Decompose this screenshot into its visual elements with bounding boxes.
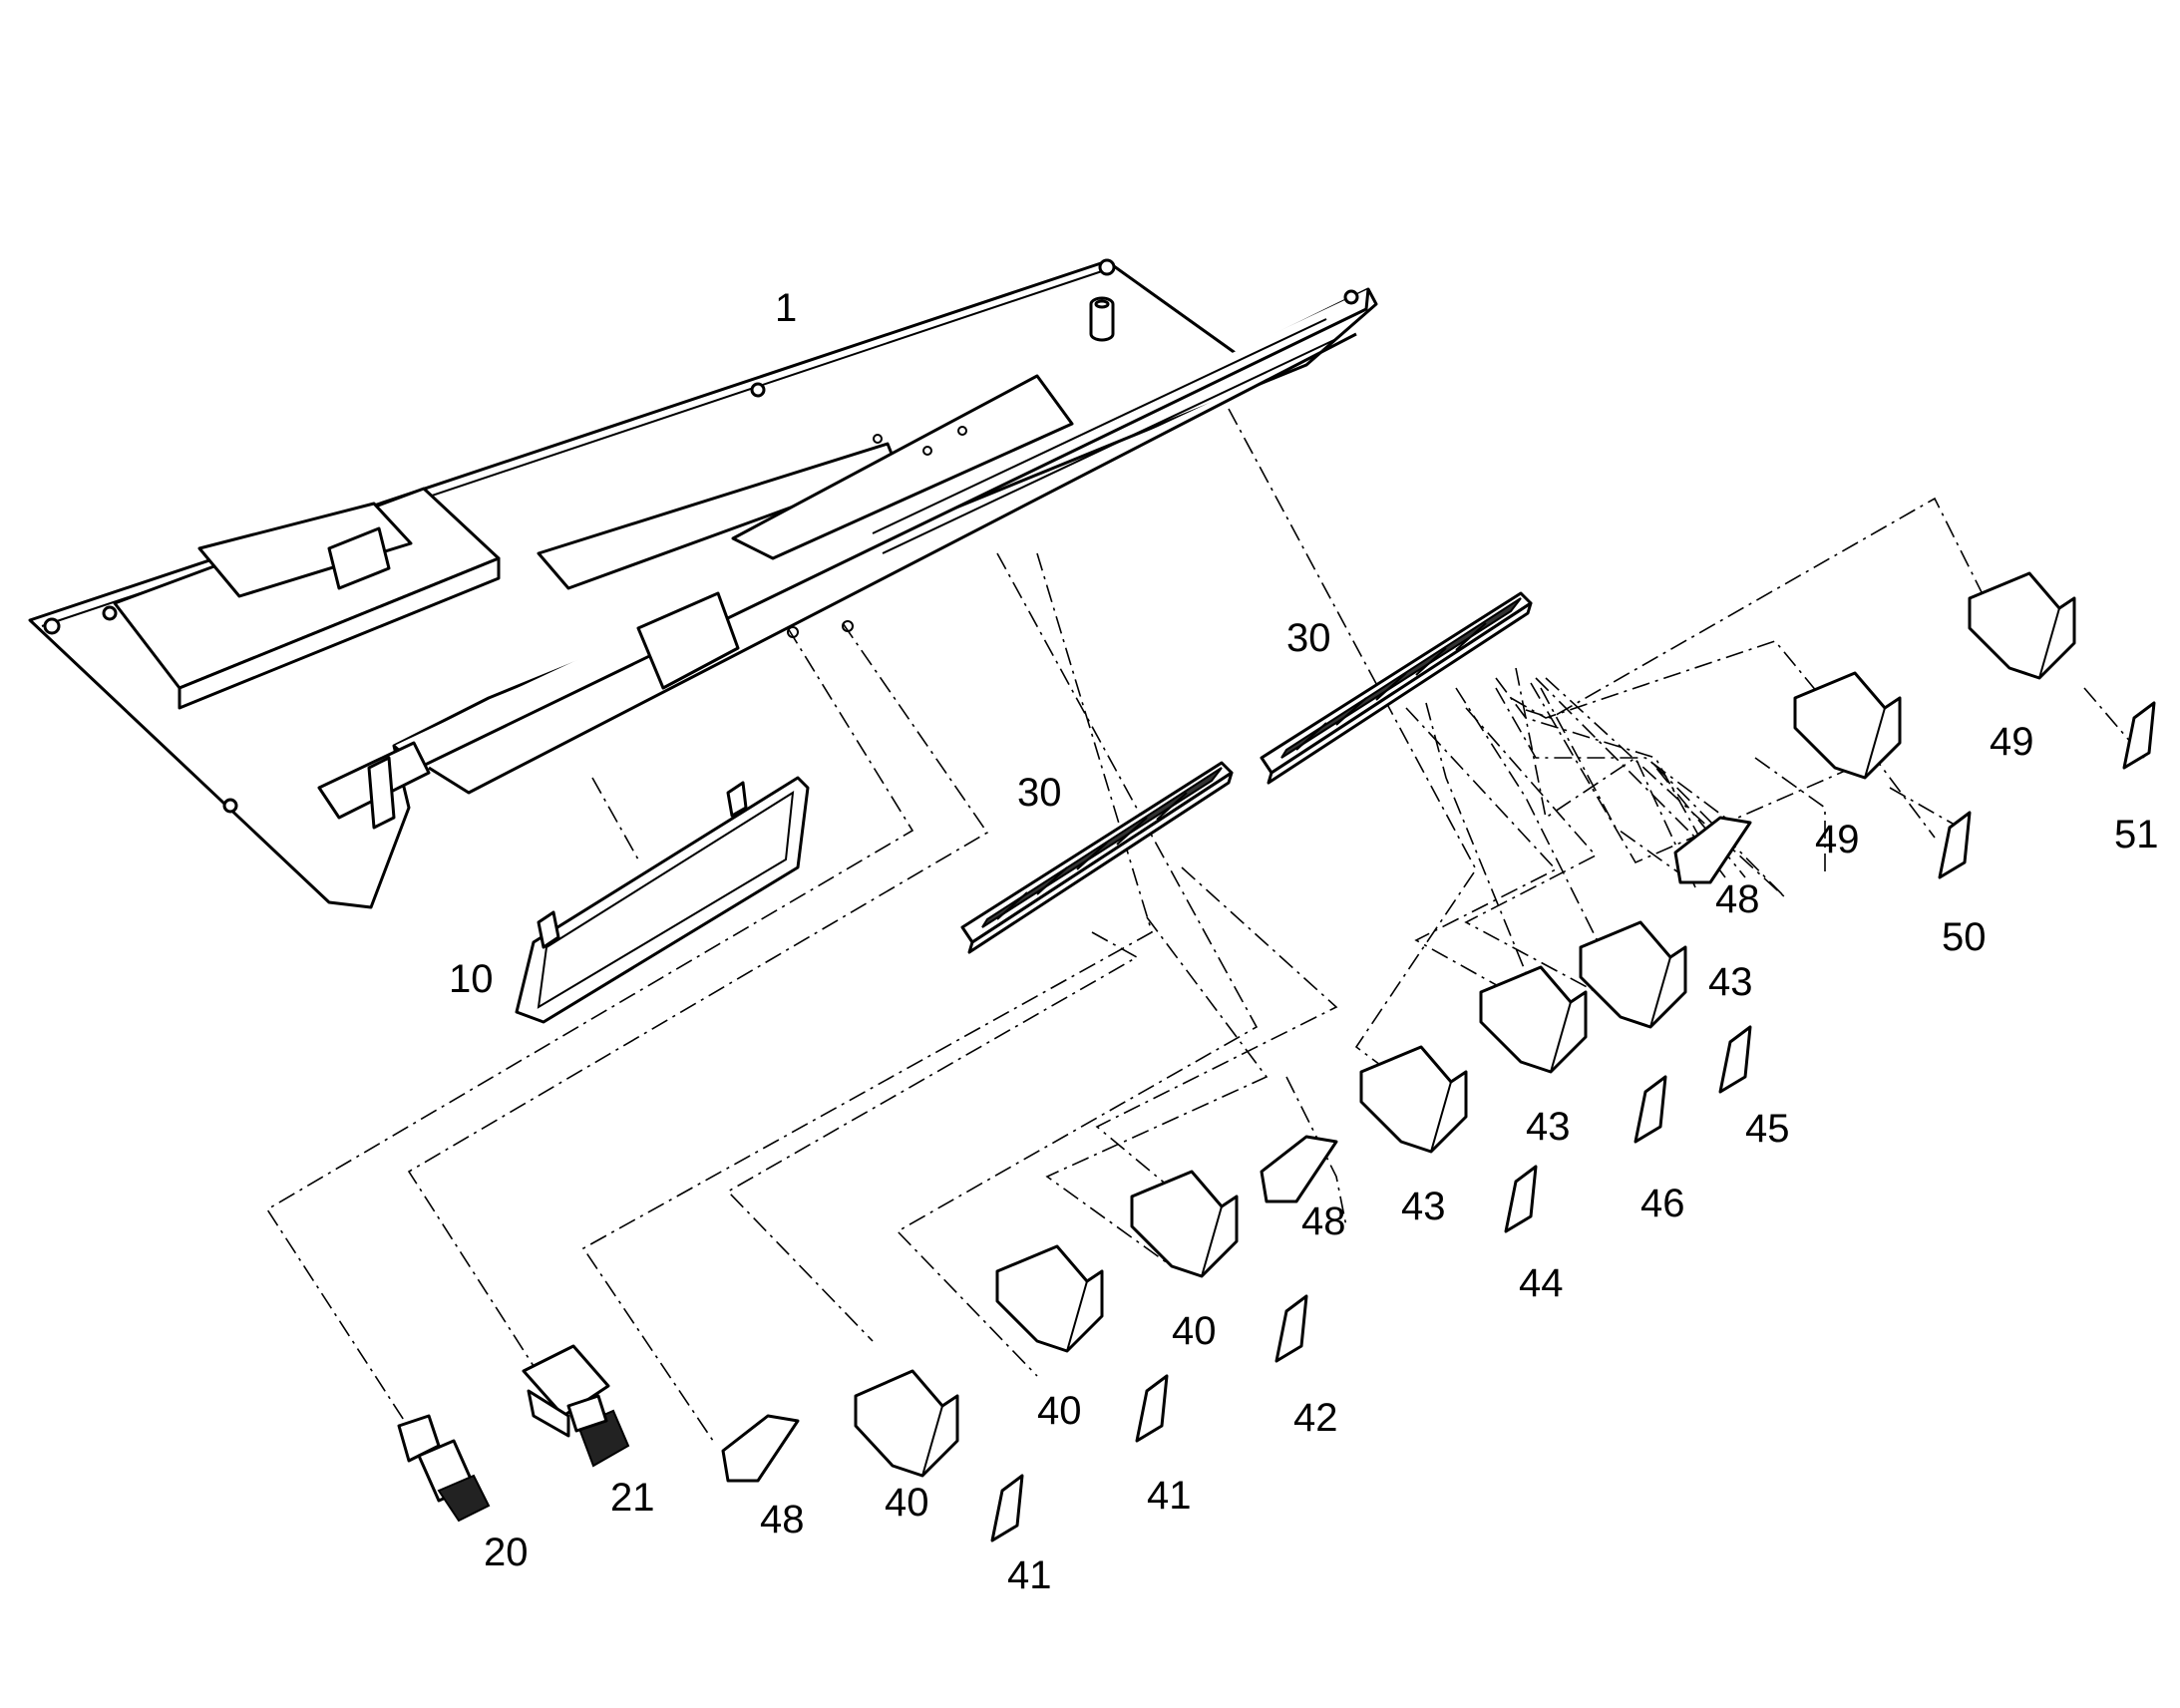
callout-51: 51 <box>2114 813 2159 856</box>
plug-48-c <box>1673 816 1752 884</box>
switch-40-c <box>1130 1170 1239 1278</box>
callout-45: 45 <box>1745 1107 1790 1151</box>
callout-46: 46 <box>1640 1182 1685 1225</box>
callout-48-b: 48 <box>1301 1199 1346 1243</box>
callout-48-a: 48 <box>760 1498 805 1541</box>
callout-41-a: 41 <box>1007 1553 1052 1597</box>
callout-41-b: 41 <box>1147 1474 1192 1518</box>
callout-49-b: 49 <box>1990 720 2034 764</box>
lens-inserts <box>990 701 2156 1542</box>
part-10-panel <box>515 776 810 1024</box>
callout-10: 10 <box>449 957 494 1001</box>
callout-42: 42 <box>1293 1396 1338 1440</box>
callout-21: 21 <box>610 1476 655 1520</box>
switch-49-a <box>1793 671 1902 780</box>
part-20-connector <box>397 1414 491 1523</box>
switch-43-c <box>1579 920 1687 1029</box>
callout-43-c: 43 <box>1708 960 1753 1004</box>
callout-30-b: 30 <box>1286 616 1331 660</box>
callout-40-b: 40 <box>1037 1389 1082 1433</box>
callout-49-a: 49 <box>1815 818 1860 861</box>
part-21-switch <box>522 1344 630 1468</box>
callout-20: 20 <box>484 1531 529 1574</box>
plug-48-b <box>1260 1135 1338 1203</box>
callout-43-b: 43 <box>1526 1105 1571 1149</box>
part-30-grille-left <box>960 761 1234 954</box>
callout-43-a: 43 <box>1401 1185 1446 1228</box>
callout-30-a: 30 <box>1017 771 1062 815</box>
callout-50: 50 <box>1942 915 1987 959</box>
part-1-main-bracket <box>28 258 1378 909</box>
switch-40-a <box>854 1369 959 1478</box>
part-30-grille-right <box>1260 591 1533 785</box>
callout-1: 1 <box>775 286 797 330</box>
switch-43-b <box>1479 965 1588 1074</box>
plug-48-a <box>721 1414 800 1483</box>
switch-40-b <box>995 1244 1104 1353</box>
switch-43-a <box>1359 1045 1468 1154</box>
callout-44: 44 <box>1519 1261 1564 1305</box>
switch-49-b <box>1968 571 2076 680</box>
callout-40-c: 40 <box>1172 1309 1217 1353</box>
callout-48-c: 48 <box>1715 877 1760 921</box>
callout-labels: 1 10 20 21 30 30 40 40 40 40 41 41 42 43… <box>449 286 2159 1597</box>
callout-40-a: 40 <box>885 1481 929 1525</box>
